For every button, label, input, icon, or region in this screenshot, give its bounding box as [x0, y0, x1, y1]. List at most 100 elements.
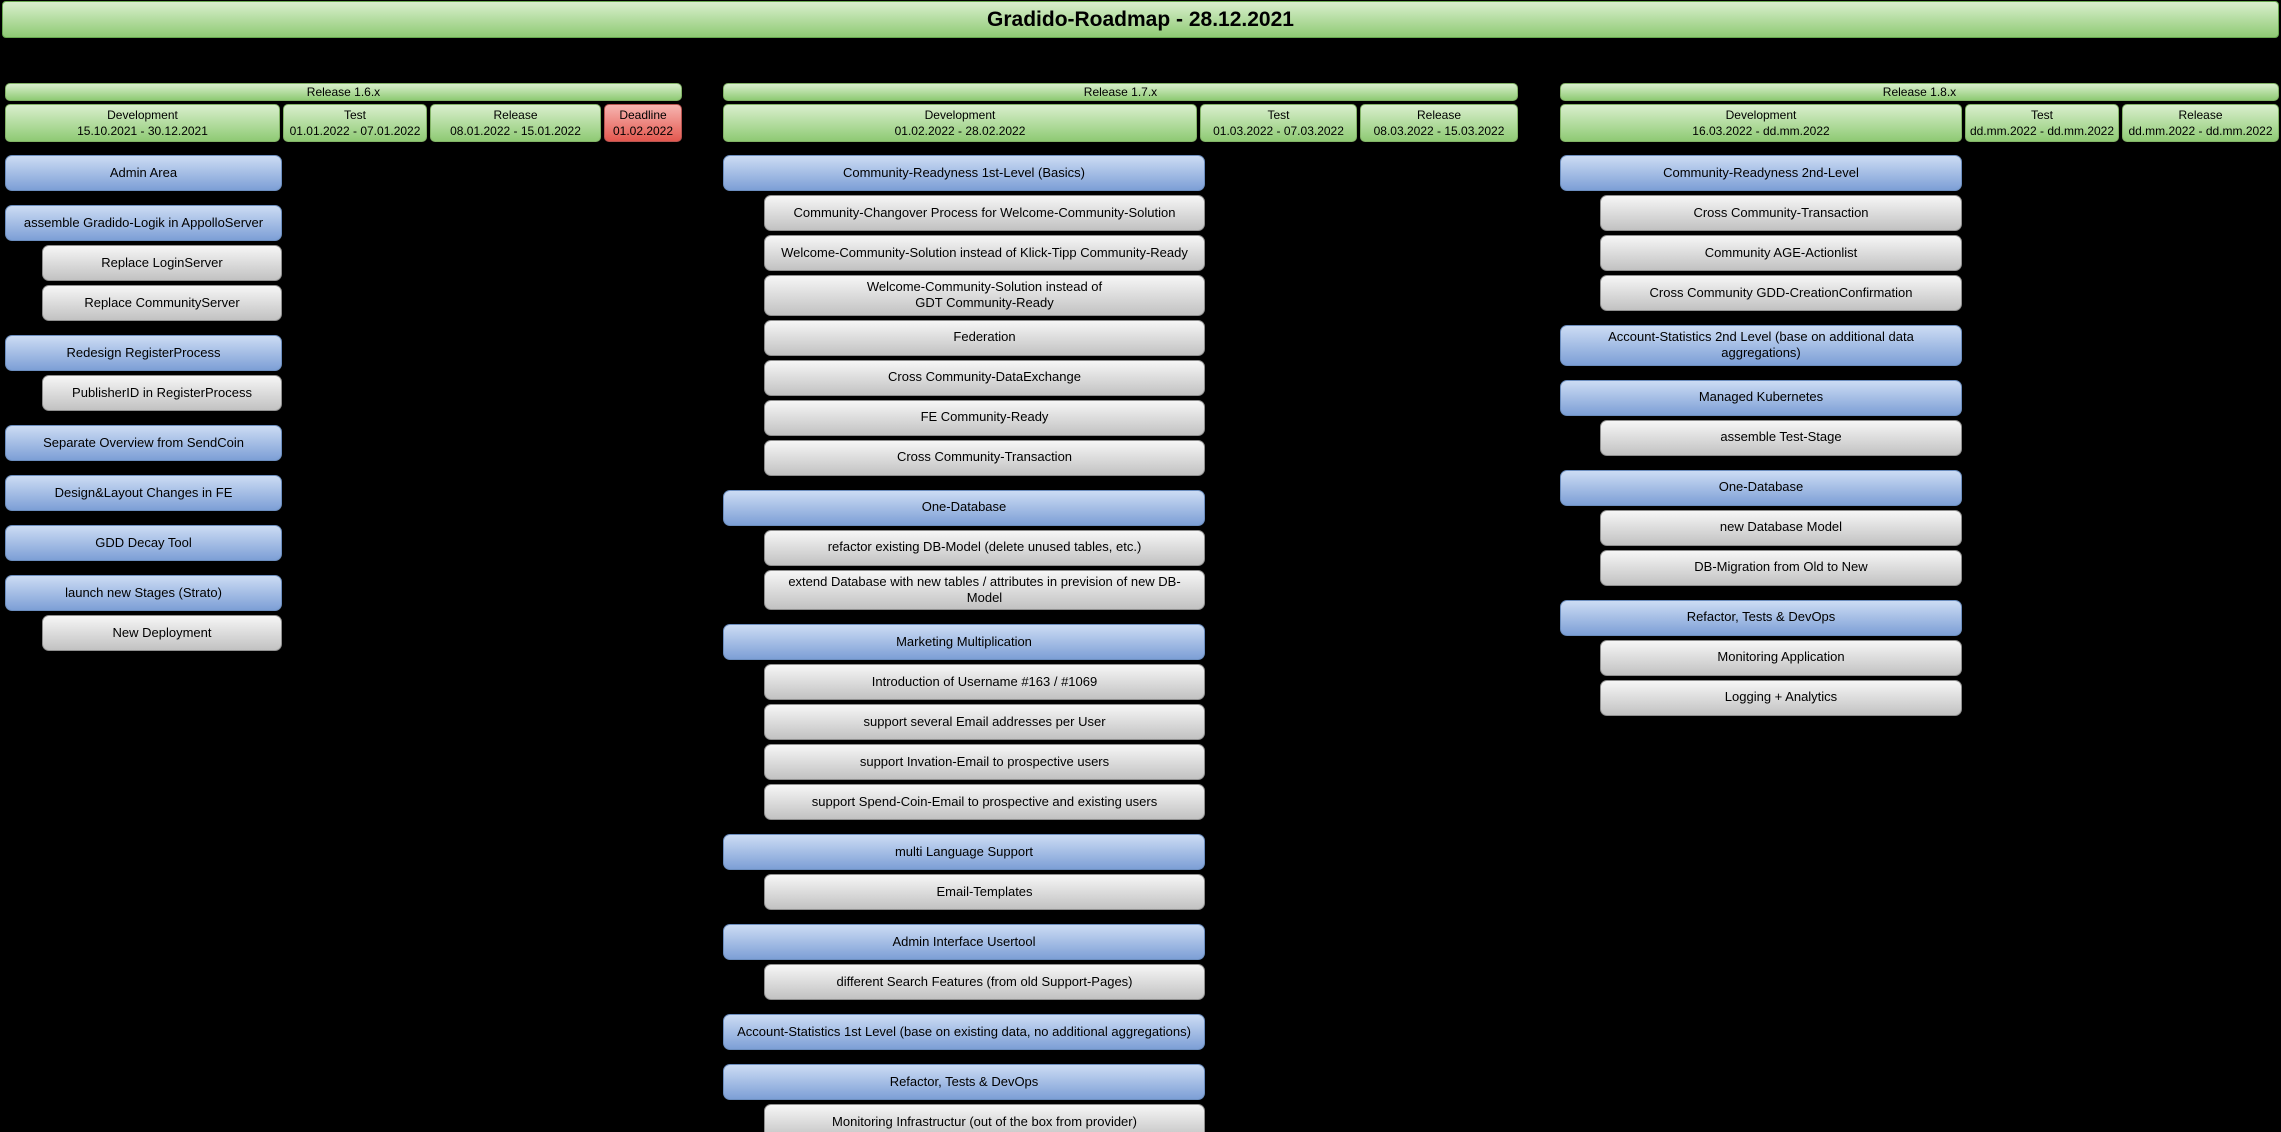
roadmap-item-child: Welcome-Community-Solution instead of GD… — [764, 275, 1205, 316]
item-label: Managed Kubernetes — [1698, 389, 1824, 405]
item-label: Cross Community-DataExchange — [888, 369, 1081, 385]
item-label: FE Community-Ready — [920, 409, 1049, 425]
roadmap-item-parent: One-Database — [1560, 469, 1962, 506]
roadmap-item-child: different Search Features (from old Supp… — [764, 964, 1205, 1000]
roadmap-item-parent: One-Database — [723, 489, 1205, 526]
roadmap-item-parent: Community-Readyness 2nd-Level — [1560, 155, 1962, 191]
item-label: Separate Overview from SendCoin — [43, 434, 244, 450]
item-label: Community-Changover Process for Welcome-… — [793, 204, 1176, 220]
release-name: Release 1.6.x — [306, 85, 381, 99]
phase-label: Development — [107, 107, 178, 122]
item-label: assemble Gradido-Logik in AppolloServer — [23, 214, 264, 230]
release-name: Release 1.7.x — [1083, 85, 1158, 99]
item-label: Redesign RegisterProcess — [66, 344, 221, 360]
roadmap-item-child: PublisherID in RegisterProcess — [42, 375, 282, 411]
roadmap-item-parent: Marketing Multiplication — [723, 624, 1205, 660]
roadmap-item-parent: Separate Overview from SendCoin — [5, 425, 282, 461]
roadmap-item-child: support Spend-Coin-Email to prospective … — [764, 784, 1205, 820]
roadmap-item-parent: Account-Statistics 2nd Level (base on ad… — [1560, 325, 1962, 366]
release-header-bar: Release 1.8.x — [1560, 83, 2279, 101]
release-header-bar: Release 1.6.x — [5, 83, 682, 101]
roadmap-item-parent: GDD Decay Tool — [5, 525, 282, 561]
roadmap-item-parent: Design&Layout Changes in FE — [5, 475, 282, 511]
item-label: Account-Statistics 2nd Level (base on ad… — [1608, 329, 1914, 361]
roadmap-item-child: Logging + Analytics — [1600, 679, 1962, 716]
roadmap-item-child: assemble Test-Stage — [1600, 419, 1962, 456]
item-label: Monitoring Application — [1717, 649, 1845, 665]
phase-box-test: Test 01.03.2022 - 07.03.2022 — [1200, 104, 1357, 142]
roadmap-item-parent: Redesign RegisterProcess — [5, 335, 282, 371]
phase-dates: 15.10.2021 - 30.12.2021 — [77, 124, 208, 138]
phase-label: Development — [924, 107, 996, 122]
roadmap-item-child: Replace LoginServer — [42, 245, 282, 281]
roadmap-item-child: Email-Templates — [764, 874, 1205, 910]
roadmap-item-child: Welcome-Community-Solution instead of Kl… — [764, 235, 1205, 271]
item-label: New Deployment — [112, 624, 212, 640]
item-label: launch new Stages (Strato) — [65, 584, 222, 600]
item-label: Cross Community-Transaction — [896, 449, 1073, 465]
item-label: Community-Readyness 1st-Level (Basics) — [842, 164, 1086, 180]
item-label: Admin Interface Usertool — [892, 933, 1036, 949]
roadmap-item-child: DB-Migration from Old to New — [1600, 549, 1962, 586]
roadmap-item-child: Monitoring Infrastructur (out of the box… — [764, 1104, 1205, 1132]
item-label: support several Email addresses per User — [863, 713, 1106, 729]
roadmap-item-child: Federation — [764, 319, 1205, 356]
phase-dates: 16.03.2022 - dd.mm.2022 — [1692, 124, 1830, 138]
phase-box-development: Development 01.02.2022 - 28.02.2022 — [723, 104, 1197, 142]
roadmap-item-parent: Refactor, Tests & DevOps — [723, 1064, 1205, 1100]
roadmap-item-child: Cross Community-Transaction — [1600, 195, 1962, 231]
item-label: Design&Layout Changes in FE — [54, 484, 233, 500]
release-name: Release 1.8.x — [1882, 85, 1957, 99]
item-list: Admin Area assemble Gradido-Logik in Appo… — [5, 155, 282, 651]
roadmap-item-child: Cross Community-Transaction — [764, 439, 1205, 476]
phase-label: Release — [1416, 107, 1462, 122]
item-label: Admin Area — [109, 164, 178, 180]
item-label: Logging + Analytics — [1724, 689, 1838, 705]
roadmap-item-child: extend Database with new tables / attrib… — [764, 569, 1205, 610]
item-label: support Invation-Email to prospective us… — [859, 753, 1110, 769]
roadmap-item-parent: Admin Area — [5, 155, 282, 191]
item-label: refactor existing DB-Model (delete unuse… — [827, 539, 1142, 555]
roadmap-item-child: Community-Changover Process for Welcome-… — [764, 195, 1205, 231]
phase-label: Test — [343, 107, 366, 122]
item-label: Federation — [953, 329, 1016, 345]
page-title: Gradido-Roadmap - 28.12.2021 — [2, 1, 2279, 38]
roadmap-item-child: New Deployment — [42, 615, 282, 651]
roadmap-item-parent: Refactor, Tests & DevOps — [1560, 599, 1962, 636]
roadmap-item-child: refactor existing DB-Model (delete unuse… — [764, 529, 1205, 566]
phase-label: Test — [1267, 107, 1290, 122]
roadmap-item-child: new Database Model — [1600, 509, 1962, 546]
phase-label: Test — [2030, 107, 2053, 122]
phase-dates: 08.01.2022 - 15.01.2022 — [450, 124, 581, 138]
item-label: Introduction of Username #163 / #1069 — [871, 673, 1098, 689]
item-label: One-Database — [1718, 479, 1804, 495]
phase-dates: 08.03.2022 - 15.03.2022 — [1373, 124, 1505, 138]
item-label: GDD Decay Tool — [95, 534, 192, 550]
roadmap-item-parent: multi Language Support — [723, 834, 1205, 870]
phase-box-release: Release 08.03.2022 - 15.03.2022 — [1360, 104, 1518, 142]
phase-label: Release — [493, 107, 538, 122]
roadmap-item-parent: assemble Gradido-Logik in AppolloServer — [5, 205, 282, 241]
item-label: Replace LoginServer — [101, 254, 223, 270]
item-label: Cross Community GDD-CreationConfirmation — [1649, 284, 1913, 300]
phase-dates: 01.02.2022 - 28.02.2022 — [894, 124, 1026, 138]
roadmap-item-parent: launch new Stages (Strato) — [5, 575, 282, 611]
item-list: Community-Readyness 1st-Level (Basics) Co… — [723, 155, 1205, 1132]
phase-label: Release — [2178, 107, 2223, 122]
roadmap-item-child: Cross Community GDD-CreationConfirmation — [1600, 275, 1962, 311]
item-label: Community-Readyness 2nd-Level — [1663, 164, 1859, 180]
item-label: Marketing Multiplication — [896, 633, 1032, 649]
roadmap-item-child: Replace CommunityServer — [42, 285, 282, 321]
phase-box-development: Development 15.10.2021 - 30.12.2021 — [5, 104, 280, 142]
item-label: Welcome-Community-Solution instead of GD… — [866, 279, 1103, 311]
phase-dates: 01.03.2022 - 07.03.2022 — [1213, 124, 1344, 138]
item-label: Community AGE-Actionlist — [1704, 244, 1858, 260]
item-label: Welcome-Community-Solution instead of Kl… — [781, 244, 1188, 260]
